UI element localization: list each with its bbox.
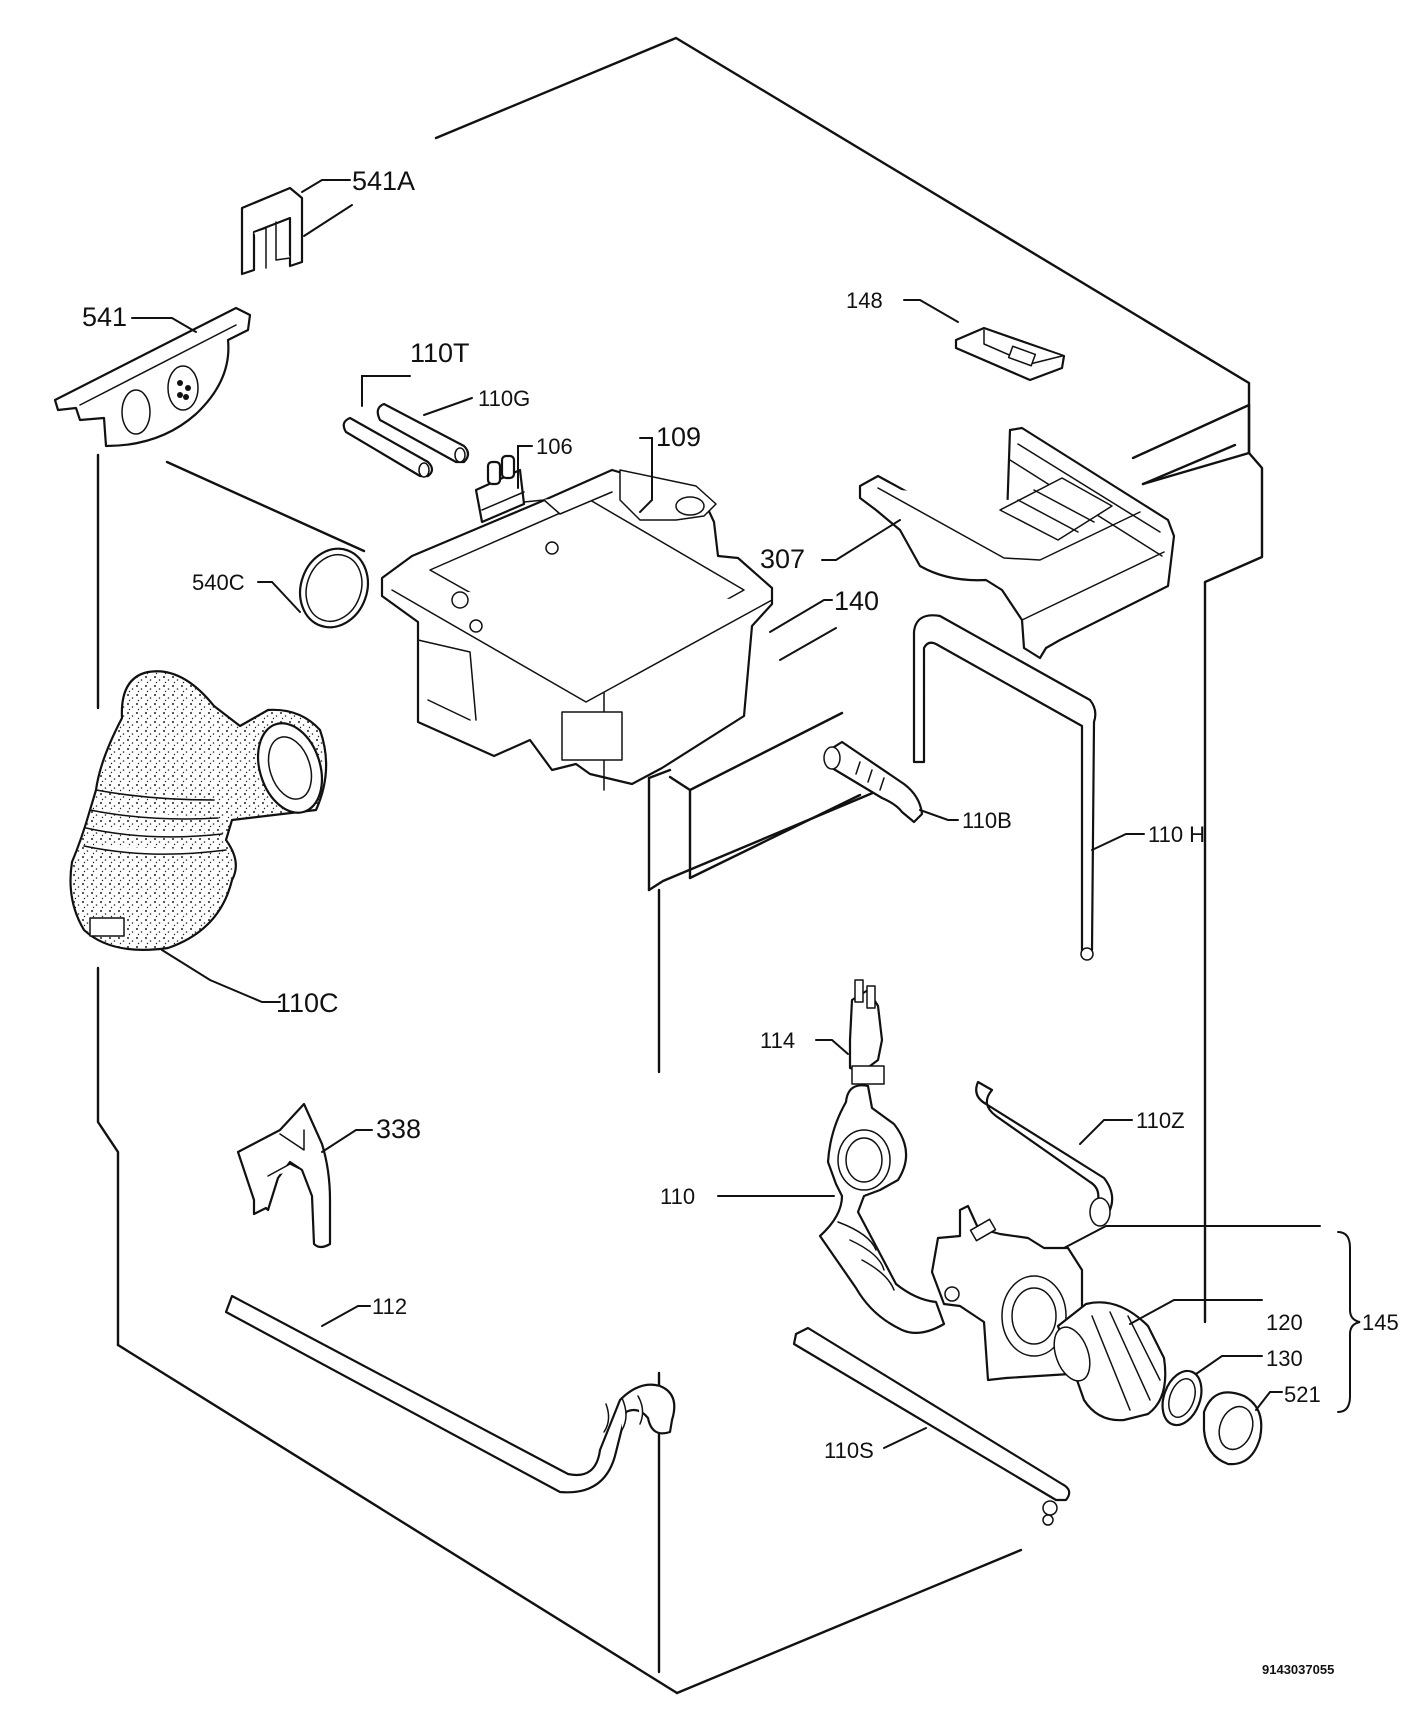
part-540c-clamp-ring <box>257 547 369 629</box>
part-120-filter <box>1053 1299 1263 1422</box>
part-106-valve <box>474 445 533 524</box>
label-140: 140 <box>834 586 879 616</box>
label-110b: 110B <box>962 808 1012 833</box>
label-110g: 110G <box>478 386 530 411</box>
label-540c: 540C <box>192 570 245 595</box>
label-106: 106 <box>536 434 573 459</box>
label-110s: 110S <box>824 1438 874 1463</box>
label-148: 148 <box>846 288 883 313</box>
part-541a-clip <box>240 179 353 276</box>
label-120: 120 <box>1266 1310 1303 1335</box>
label-338: 338 <box>376 1114 421 1144</box>
label-110z: 110Z <box>1136 1108 1185 1133</box>
label-110h: 110 H <box>1148 822 1205 847</box>
part-110s-drain-tube <box>792 1326 1071 1526</box>
label-110c: 110C <box>276 988 339 1018</box>
part-140-leader <box>769 599 837 661</box>
label-114: 114 <box>760 1028 795 1053</box>
part-109-dispenser-housing <box>380 437 774 791</box>
part-110b-small-hose <box>823 740 959 824</box>
label-521: 521 <box>1284 1382 1321 1407</box>
part-110z-hose <box>975 1080 1133 1227</box>
part-307-detergent-drawer <box>821 426 1176 660</box>
label-110t: 110T <box>410 338 470 368</box>
part-130-seal-ring <box>1161 1355 1263 1427</box>
part-110t-110g-hoses <box>342 375 473 478</box>
label-307: 307 <box>760 544 805 574</box>
part-338-clamp <box>236 1102 373 1249</box>
part-110c-bellows-hose <box>69 670 328 1003</box>
part-112-drain-hose <box>224 1294 676 1494</box>
part-110h-tube <box>912 614 1145 961</box>
part-148-latch <box>903 299 1066 382</box>
labels: 541A 541 110T 110G 106 109 148 540C 307 … <box>82 166 1399 1677</box>
label-541: 541 <box>82 302 127 332</box>
label-145: 145 <box>1362 1310 1399 1335</box>
part-145-pump-housing <box>930 1204 1321 1382</box>
label-130: 130 <box>1266 1346 1303 1371</box>
part-110-pump-assembly <box>717 1084 946 1335</box>
label-110: 110 <box>660 1184 695 1209</box>
label-109: 109 <box>656 422 701 452</box>
bracket-145 <box>1337 1231 1361 1413</box>
label-112: 112 <box>372 1294 407 1319</box>
label-541a: 541A <box>352 166 415 196</box>
drawing-code: 9143037055 <box>1262 1662 1334 1677</box>
part-541-panel <box>53 306 252 448</box>
part-521-filter-cap <box>1202 1391 1283 1466</box>
part-114-sensor <box>815 979 885 1085</box>
